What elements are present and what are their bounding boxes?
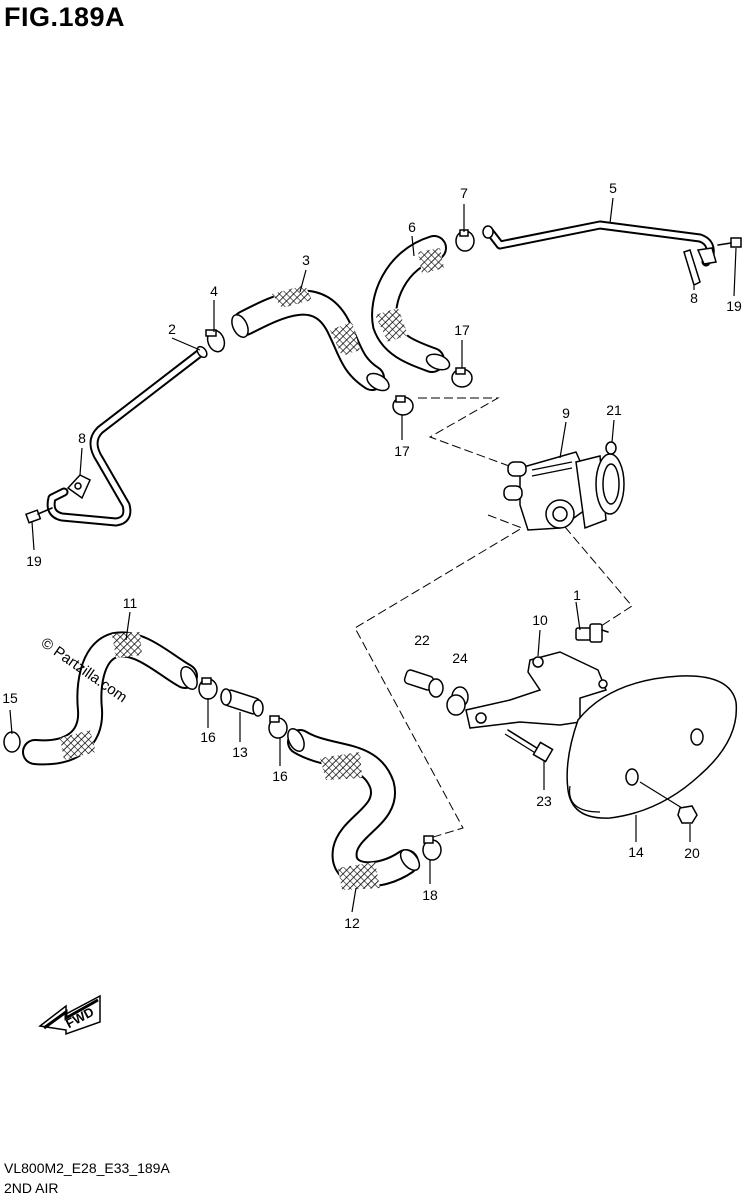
nut-20[interactable] bbox=[677, 805, 698, 824]
washer-21[interactable] bbox=[605, 441, 617, 455]
callout-21: 21 bbox=[606, 402, 622, 418]
callout-10: 10 bbox=[532, 612, 548, 628]
clamp-17-upper[interactable] bbox=[451, 367, 473, 388]
clamp-4[interactable] bbox=[205, 328, 228, 354]
figure-code: VL800M2_E28_E33_189A bbox=[4, 1160, 170, 1176]
hose-11[interactable] bbox=[22, 631, 200, 766]
leader-lines bbox=[9, 197, 737, 913]
collar-22[interactable] bbox=[403, 669, 444, 698]
callout-8-right: 8 bbox=[690, 290, 698, 306]
callout-2: 2 bbox=[168, 321, 176, 337]
callout-20: 20 bbox=[684, 845, 700, 861]
case-14[interactable] bbox=[566, 675, 738, 819]
clamp-16-right[interactable] bbox=[268, 715, 288, 739]
callout-5: 5 bbox=[609, 180, 617, 196]
callout-1: 1 bbox=[573, 587, 581, 603]
hose-12[interactable] bbox=[285, 726, 423, 890]
callout-17-upper: 17 bbox=[454, 322, 470, 338]
callout-15: 15 bbox=[2, 690, 18, 706]
bolt-23[interactable] bbox=[504, 729, 554, 763]
pipe-2[interactable] bbox=[46, 345, 209, 527]
callout-9: 9 bbox=[562, 405, 570, 421]
callout-19-left: 19 bbox=[26, 553, 42, 569]
figure-footer: VL800M2_E28_E33_189A 2ND AIR bbox=[4, 1158, 170, 1198]
clamp-15[interactable] bbox=[3, 731, 21, 753]
assembly-lines bbox=[354, 397, 633, 839]
callout-13: 13 bbox=[232, 744, 248, 760]
figure-title: FIG.189A bbox=[4, 2, 126, 32]
callout-24: 24 bbox=[452, 650, 468, 666]
callout-6: 6 bbox=[408, 219, 416, 235]
callout-16-right: 16 bbox=[272, 768, 288, 784]
bracket-8-right[interactable] bbox=[683, 247, 717, 287]
callout-7: 7 bbox=[460, 185, 468, 201]
clamp-17-lower[interactable] bbox=[392, 395, 414, 416]
clamp-16-left[interactable] bbox=[198, 677, 218, 700]
hose-6[interactable] bbox=[371, 235, 452, 373]
callout-19-right: 19 bbox=[726, 298, 742, 314]
callout-22: 22 bbox=[414, 632, 430, 648]
callout-3: 3 bbox=[302, 252, 310, 268]
callout-4: 4 bbox=[210, 283, 218, 299]
clamp-7[interactable] bbox=[455, 229, 475, 252]
callout-14: 14 bbox=[628, 844, 644, 860]
callout-labels: 1 2 3 4 5 6 7 8 8 9 10 11 12 13 14 15 16… bbox=[2, 180, 742, 931]
clamp-18[interactable] bbox=[422, 835, 442, 861]
hose-3[interactable] bbox=[229, 285, 392, 394]
pipe-5[interactable] bbox=[482, 220, 715, 267]
sensor-1[interactable] bbox=[575, 623, 609, 643]
bracket-10[interactable] bbox=[465, 651, 608, 729]
callout-17-lower: 17 bbox=[394, 443, 410, 459]
callout-16-left: 16 bbox=[200, 729, 216, 745]
reed-valve-9[interactable] bbox=[503, 451, 625, 531]
callout-11: 11 bbox=[123, 595, 138, 611]
bracket-8-left[interactable] bbox=[66, 474, 91, 500]
joint-13[interactable] bbox=[220, 688, 264, 717]
callout-23: 23 bbox=[536, 793, 552, 809]
fwd-arrow-icon: FWD bbox=[38, 994, 101, 1036]
bolt-19-left[interactable] bbox=[25, 507, 53, 524]
callout-18: 18 bbox=[422, 887, 438, 903]
grommet-24[interactable] bbox=[446, 686, 469, 716]
bolt-19-right[interactable] bbox=[717, 237, 742, 248]
figure-subtitle: 2ND AIR bbox=[4, 1180, 59, 1196]
callout-12: 12 bbox=[344, 915, 360, 931]
callout-8-left: 8 bbox=[78, 430, 86, 446]
